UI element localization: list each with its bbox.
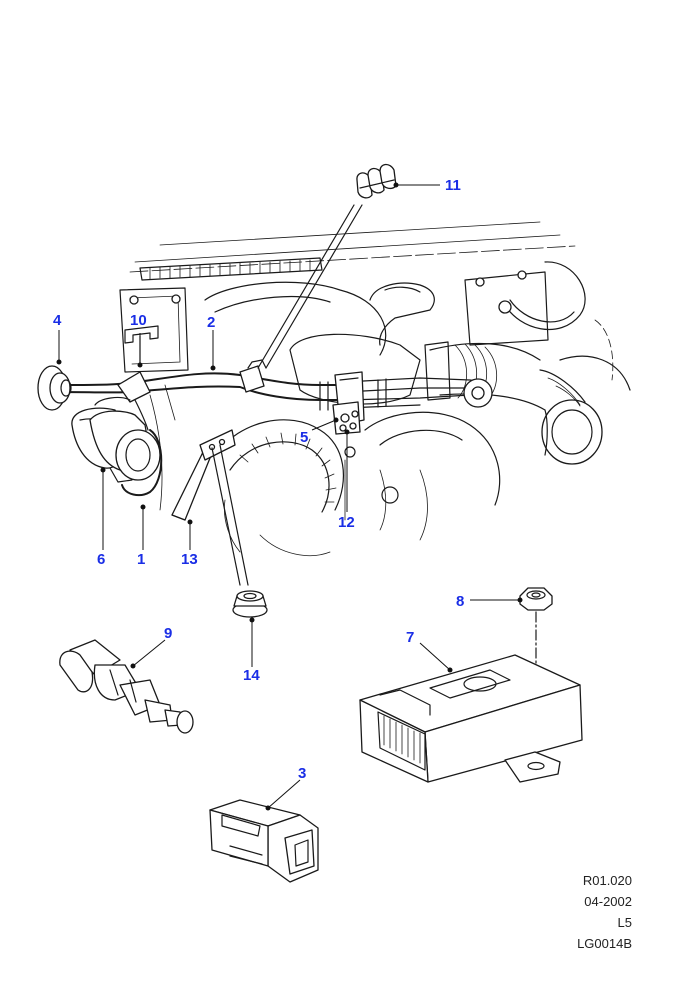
- switch-part-9: [59, 639, 194, 734]
- callout-6: 6: [97, 551, 106, 568]
- callout-10: 10: [130, 312, 147, 329]
- callout-2: 2: [207, 314, 216, 331]
- harness-bracket: [332, 371, 365, 435]
- callout-14: 14: [243, 667, 260, 684]
- wiring-harness: [59, 359, 493, 411]
- bracket-part-10: [124, 325, 159, 366]
- callout-9: 9: [164, 625, 173, 642]
- clips-part-11: [356, 163, 397, 199]
- callout-5: 5: [300, 429, 309, 446]
- ref-line-2: 04-2002: [584, 894, 632, 909]
- leader-11-to-harness-2: [265, 204, 363, 369]
- rocker-switch-part-3: [209, 799, 319, 883]
- ref-line-3: L5: [617, 915, 632, 930]
- ref-line-4: LG0014B: [577, 936, 632, 951]
- callout-11: 11: [445, 177, 461, 194]
- sensor-assembly-part-6: [71, 371, 163, 497]
- leader-14-to-bracket-2: [219, 444, 249, 586]
- callout-leaders: [56, 182, 523, 811]
- callout-7: 7: [406, 629, 415, 646]
- callout-12: 12: [338, 514, 355, 531]
- control-module-part-7: [359, 654, 583, 783]
- leader-11-to-harness: [257, 204, 355, 369]
- engine-bay-outline: [119, 221, 631, 556]
- callout-13: 13: [181, 551, 198, 568]
- callout-8: 8: [456, 593, 465, 610]
- grommet-part-4: [37, 365, 72, 411]
- callout-4: 4: [53, 312, 62, 329]
- flange-nut-part-14: [232, 590, 268, 618]
- nut-part-8: [519, 587, 553, 611]
- ref-line-1: R01.020: [582, 873, 632, 888]
- callout-3: 3: [298, 765, 307, 782]
- leader-14-to-bracket: [211, 447, 241, 586]
- callout-1: 1: [137, 551, 146, 568]
